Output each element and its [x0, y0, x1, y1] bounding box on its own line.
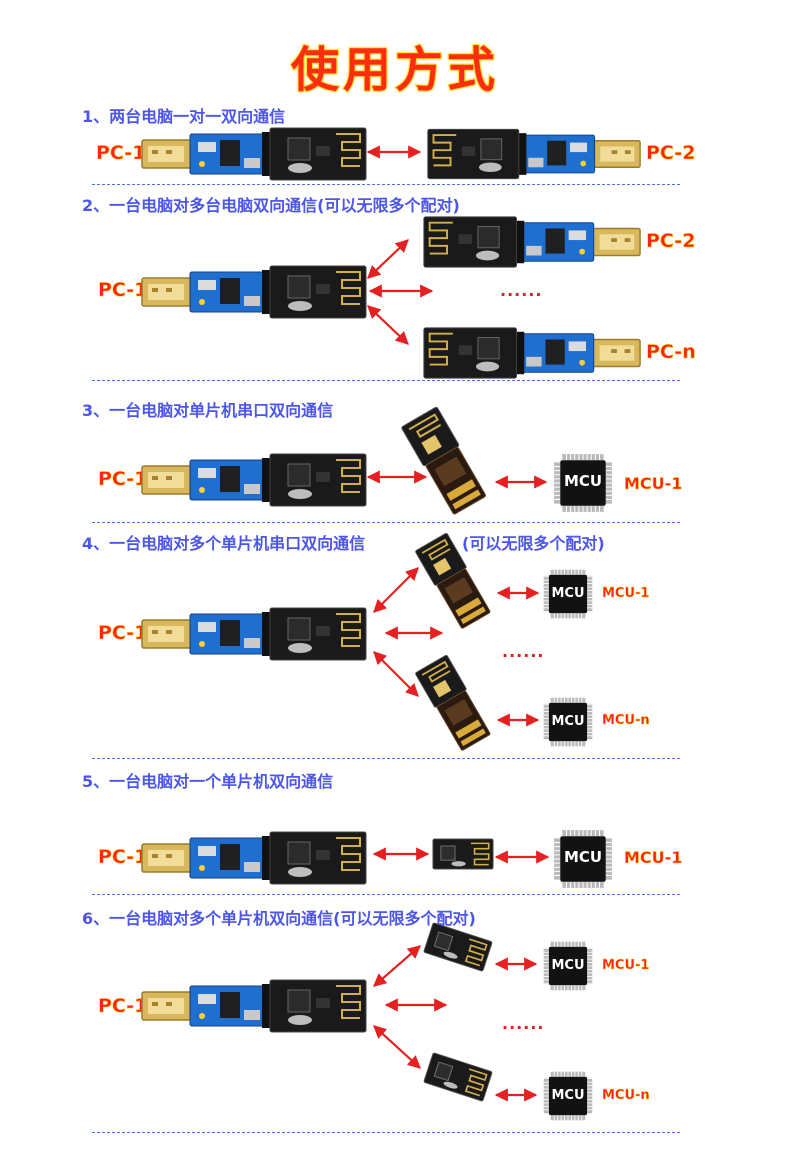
- mcu-chip-label: MCU: [551, 714, 585, 729]
- mcu-n-label: MCU-n: [602, 713, 650, 728]
- mcu-chip-label: MCU: [563, 848, 603, 866]
- mcu-1-label: MCU-1: [602, 586, 650, 601]
- more-devices-ellipsis: ......: [502, 642, 545, 661]
- bidirectional-arrow: [373, 1025, 421, 1069]
- usb-rf-adapter: [140, 124, 370, 184]
- usb-rf-adapter: [140, 450, 370, 510]
- more-devices-ellipsis: ......: [502, 1014, 545, 1033]
- more-devices-ellipsis: ......: [500, 281, 543, 300]
- bidirectional-arrow: [373, 651, 419, 697]
- usb-rf-adapter: [140, 604, 370, 664]
- bidirectional-arrow: [373, 567, 419, 613]
- pc-1-label: PC-1: [96, 142, 146, 165]
- section-divider: [92, 758, 680, 759]
- mcu-1-label: MCU-1: [624, 848, 683, 867]
- section-divider: [92, 184, 680, 185]
- section-4-label: 4、一台电脑对多个单片机串口双向通信: [82, 534, 366, 553]
- mcu-chip-label: MCU: [563, 472, 603, 490]
- page-title: 使用方式: [290, 41, 499, 99]
- section-5-label: 5、一台电脑对一个单片机双向通信: [82, 772, 334, 791]
- usb-rf-adapter: [420, 323, 642, 383]
- usb-rf-adapter: [140, 976, 370, 1036]
- rf-module: [432, 838, 494, 870]
- section-6-label: 6、一台电脑对多个单片机双向通信(可以无限多个配对): [82, 909, 476, 928]
- mcu-1-label: MCU-1: [624, 474, 683, 493]
- pc-2-label: PC-2: [646, 142, 696, 165]
- mcu-n-label: MCU-n: [602, 1088, 650, 1103]
- bidirectional-arrow: [373, 945, 421, 987]
- bidirectional-arrow: [367, 305, 409, 345]
- usb-rf-adapter: [140, 262, 370, 322]
- bidirectional-arrow: [367, 239, 409, 279]
- mcu-1-label: MCU-1: [602, 958, 650, 973]
- mcu-chip-label: MCU: [551, 586, 585, 601]
- section-3-label: 3、一台电脑对单片机串口双向通信: [82, 401, 334, 420]
- usb-rf-adapter: [420, 212, 642, 272]
- mcu-chip-label: MCU: [551, 958, 585, 973]
- pc-1-label: PC-1: [98, 279, 148, 302]
- pc-1-label: PC-1: [98, 622, 148, 645]
- usb-rf-adapter: [424, 124, 642, 184]
- section-divider: [92, 380, 680, 381]
- mcu-chip-label: MCU: [551, 1088, 585, 1103]
- pc-1-label: PC-1: [98, 846, 148, 869]
- pc-1-label: PC-1: [98, 995, 148, 1018]
- pc-2-label: PC-2: [646, 230, 696, 253]
- section-2-label: 2、一台电脑对多台电脑双向通信(可以无限多个配对): [82, 196, 460, 215]
- section-divider: [92, 1132, 680, 1133]
- section-1-label: 1、两台电脑一对一双向通信: [82, 107, 286, 126]
- section-divider: [92, 522, 680, 523]
- pc-1-label: PC-1: [98, 468, 148, 491]
- section-divider: [92, 894, 680, 895]
- usb-rf-adapter: [140, 828, 370, 888]
- section-4-note: (可以无限多个配对): [462, 534, 605, 553]
- pc-n-label: PC-n: [646, 341, 696, 364]
